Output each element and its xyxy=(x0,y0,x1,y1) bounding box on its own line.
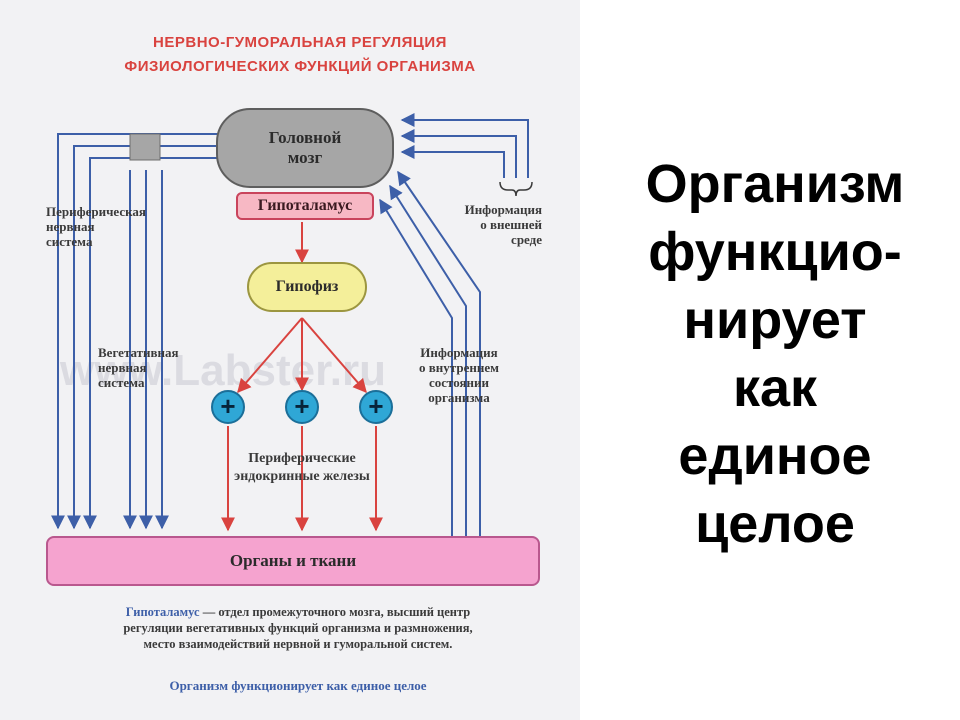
slide-heading: Организм функцио- нирует как единое цело… xyxy=(590,150,960,558)
heading-line-4: как xyxy=(732,358,818,418)
autonomic-nervous-line-2: нервная xyxy=(98,360,147,375)
external-info-brace xyxy=(499,181,533,197)
diagram-connectors: www.Labster.ru xyxy=(51,113,533,538)
glands-label: Периферические эндокринные железы xyxy=(196,450,408,486)
autonomic-ganglion xyxy=(129,133,161,161)
external-info-line-1: Информация xyxy=(464,202,542,217)
brain-box: Головной мозг xyxy=(216,108,394,188)
note-term: Гипоталамус xyxy=(125,605,200,619)
autonomic-nervous-line-3: система xyxy=(98,375,145,390)
internal-info-line-2: о внутреннем xyxy=(419,360,499,375)
external-info-line-2: о внешней xyxy=(480,217,542,232)
hormone-arrows xyxy=(221,222,383,532)
heading-line-5: единое xyxy=(678,426,872,486)
autonomic-nervous-label: Вегетативная нервная система xyxy=(98,345,179,390)
hypothalamus-label: Гипоталамус xyxy=(257,197,353,214)
note-line-2: регуляции вегетативных функций организма… xyxy=(123,621,473,635)
diagram-panel: www.Labster.ru xyxy=(0,0,580,720)
organs-label: Органы и ткани xyxy=(229,551,357,570)
brain-label-line-1: Головной xyxy=(268,128,342,147)
note-line-3: место взаимодействий нервной и гуморальн… xyxy=(143,637,453,651)
peripheral-nervous-line-3: система xyxy=(46,234,93,249)
glands-line-1: Периферические xyxy=(248,451,356,466)
peripheral-nervous-label: Периферическая нервная система xyxy=(46,204,146,249)
internal-info-line-3: состоянии xyxy=(428,375,489,390)
autonomic-nervous-line-1: Вегетативная xyxy=(98,345,179,360)
diagram-footer: Организм функционирует как единое целое xyxy=(169,678,427,693)
note-line-1: — отдел промежуточного мозга, высший цен… xyxy=(199,605,471,619)
internal-info-lines xyxy=(379,170,481,538)
brain-label-line-2: мозг xyxy=(287,148,323,167)
pituitary-label: Гипофиз xyxy=(275,278,339,295)
gland-plus-icon-1: + xyxy=(211,390,245,424)
heading-line-1: Организм xyxy=(645,154,905,214)
external-info-line-3: среде xyxy=(511,232,542,247)
pituitary-box: Гипофиз xyxy=(247,262,367,312)
peripheral-nervous-line-2: нервная xyxy=(46,219,95,234)
heading-line-2: функцио- xyxy=(648,222,902,282)
autonomic-nerve-lines xyxy=(123,170,169,530)
internal-info-line-1: Информация xyxy=(420,345,498,360)
diagram-title-line-1: НЕРВНО-ГУМОРАЛЬНАЯ РЕГУЛЯЦИЯ xyxy=(153,34,447,51)
internal-info-line-4: организма xyxy=(428,390,490,405)
diagram-title-line-2: ФИЗИОЛОГИЧЕСКИХ ФУНКЦИЙ ОРГАНИЗМА xyxy=(124,58,476,75)
gland-plus-icon-2: + xyxy=(285,390,319,424)
gland-plus-icon-3: + xyxy=(359,390,393,424)
hypothalamus-note: Гипоталамус — отдел промежуточного мозга… xyxy=(38,604,558,652)
peripheral-nerve-lines xyxy=(51,133,218,530)
watermark: www.Labster.ru xyxy=(59,346,386,395)
external-info-lines xyxy=(400,113,529,178)
glands-line-2: эндокринные железы xyxy=(234,469,370,484)
external-info-label: Информация о внешней среде xyxy=(430,202,542,247)
internal-info-label: Информация о внутреннем состоянии органи… xyxy=(400,345,518,405)
peripheral-nervous-line-1: Периферическая xyxy=(46,204,146,219)
organs-box: Органы и ткани xyxy=(46,536,540,586)
heading-line-3: нирует xyxy=(683,290,867,350)
hypothalamus-box: Гипоталамус xyxy=(236,192,374,220)
heading-line-6: целое xyxy=(695,494,855,554)
